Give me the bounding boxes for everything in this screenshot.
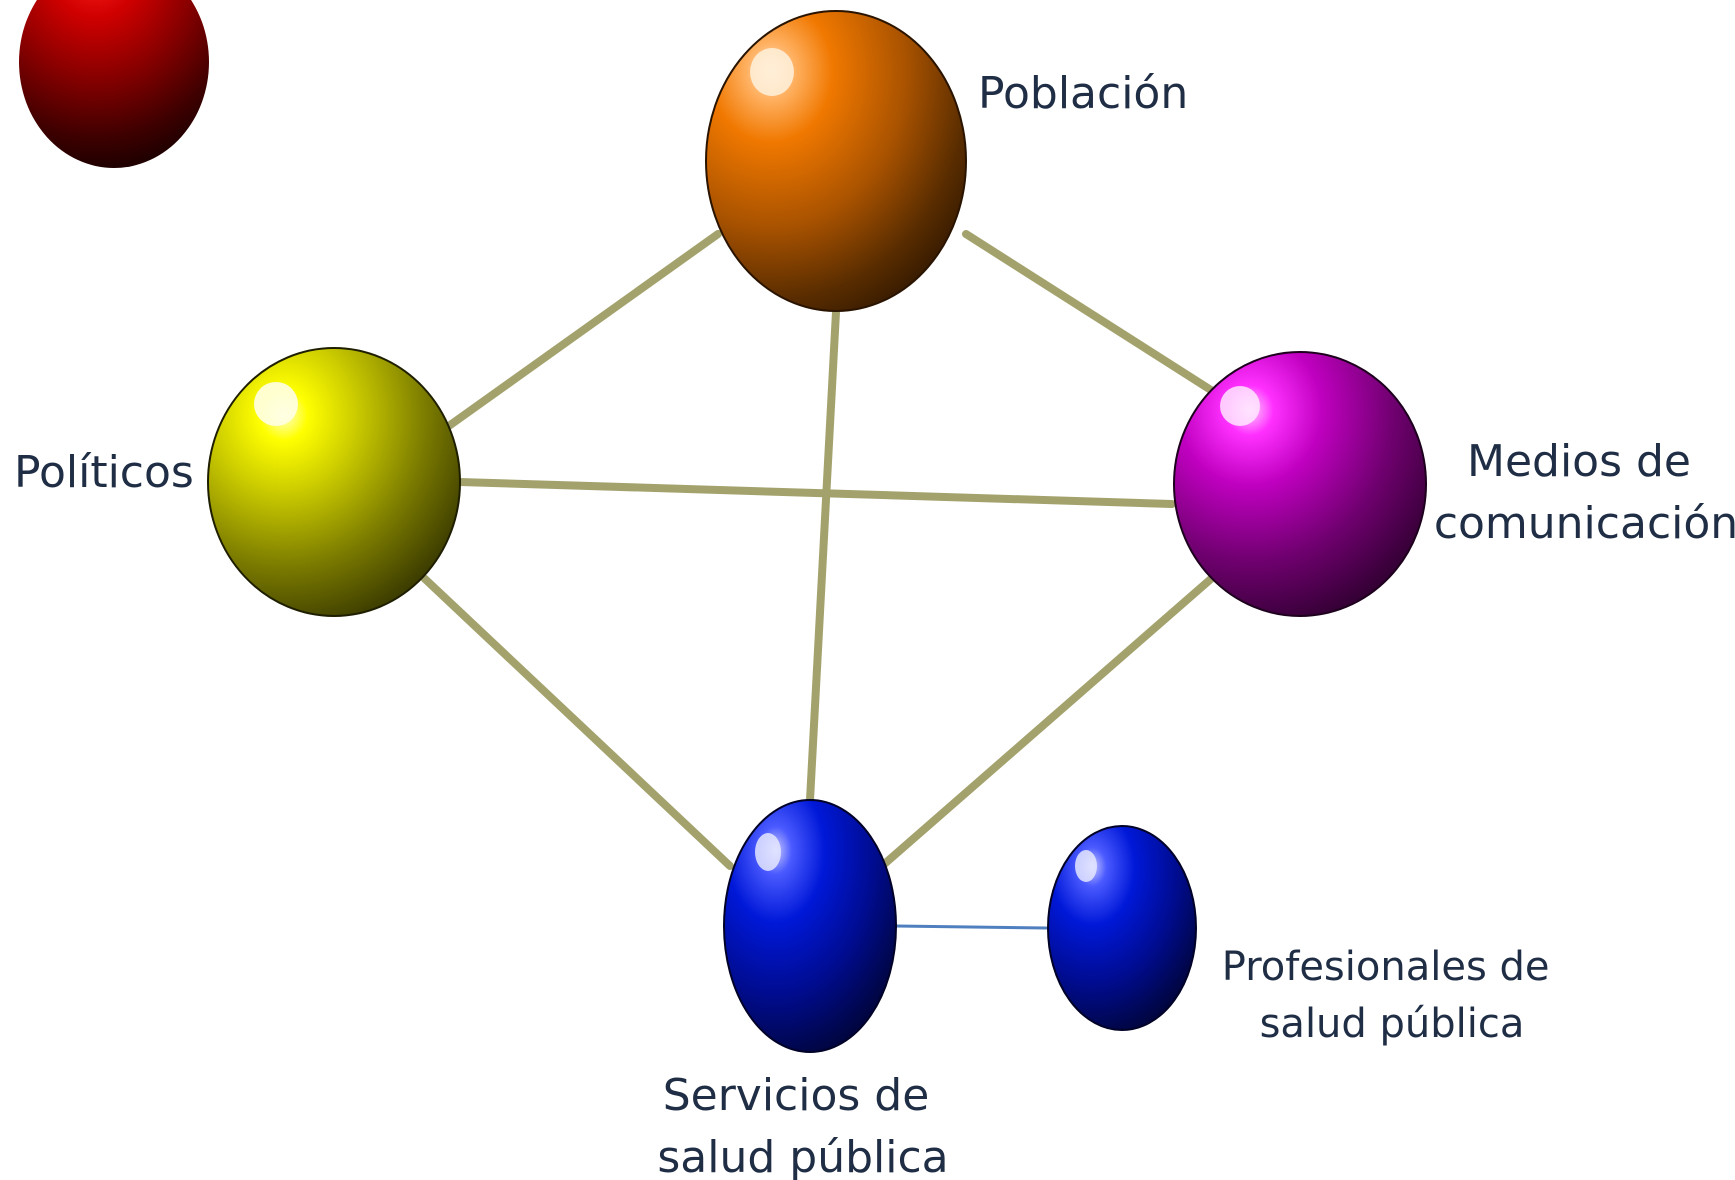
label-profesionales: Profesionales de salud pública [1222,944,1562,1047]
edge-politicos-servicios [420,574,734,870]
label-poblacion-line-1: Población [978,68,1188,119]
nodes-layer [19,0,1427,1053]
label-politicos-line-1: Políticos [14,447,194,498]
label-profesionales-line-2: salud pública [1260,1001,1525,1047]
edge-servicios-profesionales [894,924,1048,930]
edge-poblacion-politicos [442,230,722,432]
label-medios-line-2: comunicación [1434,498,1735,549]
highlight-medios [1220,386,1260,426]
label-poblacion: Población [978,68,1188,119]
edge-medios-servicios [878,574,1216,870]
labels-layer: Población Políticos Medios de comunicaci… [14,68,1735,1180]
highlight-politicos [254,382,298,426]
node-poblacion-sphere [705,10,967,312]
label-servicios-line-2: salud pública [657,1132,948,1180]
edge-politicos-medios [456,478,1176,508]
edges-layer [420,230,1218,930]
label-servicios-line-1: Servicios de [663,1070,930,1121]
label-medios: Medios de comunicación [1434,436,1735,549]
node-servicios-sphere [723,799,897,1053]
edge-poblacion-medios [962,230,1218,396]
highlight-profesionales [1075,850,1097,882]
label-profesionales-line-1: Profesionales de [1222,944,1550,990]
node-red-sphere [19,0,209,168]
highlight-poblacion [750,48,794,96]
label-politicos: Políticos [14,447,194,498]
highlight-servicios [755,833,781,871]
node-politicos-sphere [207,347,461,617]
label-medios-line-1: Medios de [1467,436,1691,487]
label-servicios: Servicios de salud pública [657,1070,948,1180]
edge-poblacion-servicios [806,308,840,804]
node-medios-sphere [1173,351,1427,617]
node-profesionales-sphere [1047,825,1197,1031]
